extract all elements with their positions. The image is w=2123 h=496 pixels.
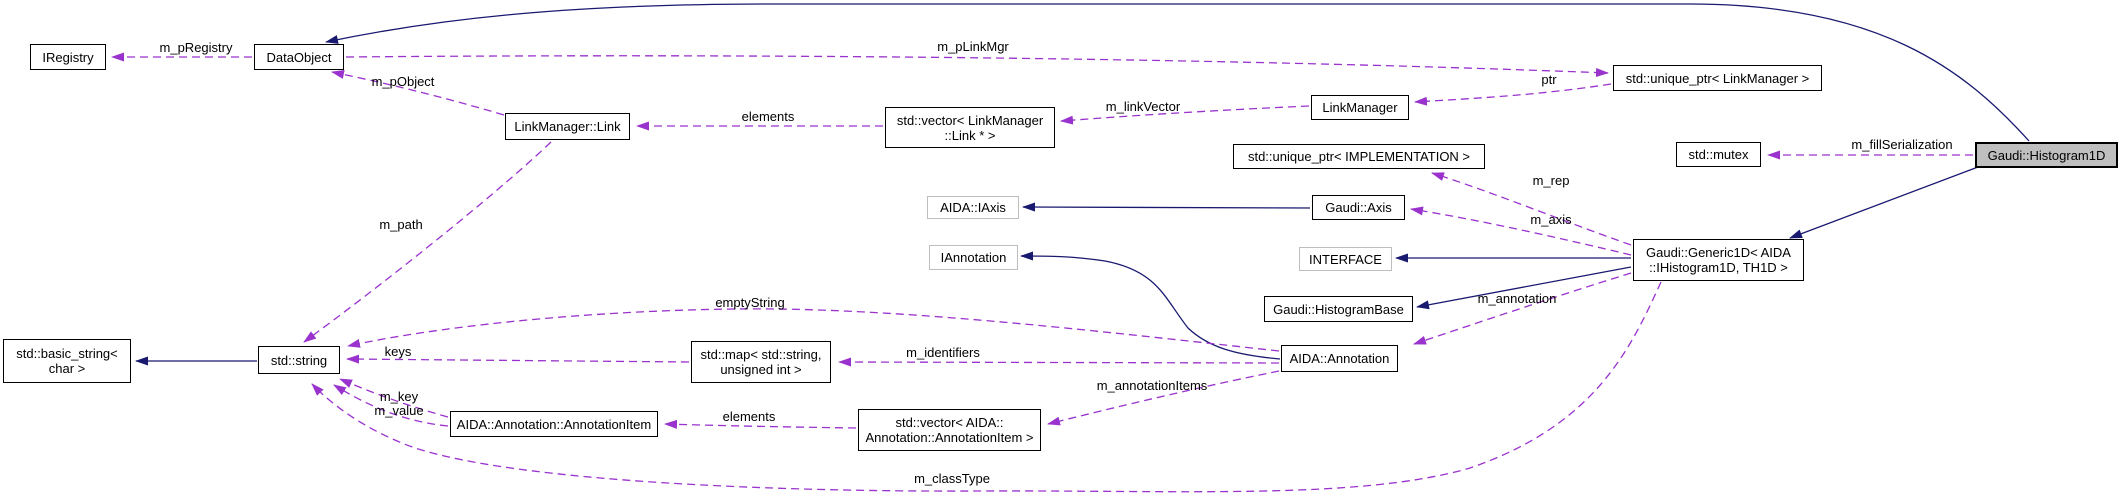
node-linkmanager[interactable]: LinkManager: [1311, 95, 1409, 120]
edge-usage-m-axis: [1410, 206, 1632, 256]
node-aida-annotation-annotationitem[interactable]: AIDA::Annotation::AnnotationItem: [450, 411, 658, 437]
edge-label-elements-items: elements: [722, 409, 776, 424]
edge-usage-keys: [346, 354, 690, 364]
edge-label-m-annotation: m_annotation: [1477, 291, 1557, 306]
edge-inherit-generic1d-histogrambase: [1416, 266, 1632, 310]
edge-usage-m-linkvector: [1060, 105, 1310, 125]
edge-label-m-identifiers: m_identifiers: [906, 345, 980, 360]
node-gaudi-histogram1d[interactable]: Gaudi::Histogram1D: [1975, 142, 2118, 168]
edge-label-m-classtype: m_classType: [914, 471, 990, 486]
edge-usage-m-value: [333, 384, 449, 427]
edge-usage-emptystring: [347, 308, 1280, 352]
edge-usage-m-key: [339, 378, 449, 418]
node-interface: INTERFACE: [1299, 247, 1392, 271]
edge-label-m-path: m_path: [379, 217, 423, 232]
node-dataobject[interactable]: DataObject: [254, 44, 344, 70]
node-std-unique-ptr-linkmanager[interactable]: std::unique_ptr< LinkManager >: [1613, 65, 1822, 91]
edge-usage-m-rep: [1431, 172, 1632, 246]
node-std-string[interactable]: std::string: [258, 346, 340, 374]
edge-label-emptystring: emptyString: [715, 295, 785, 310]
edge-label-ptr: ptr: [1541, 72, 1557, 87]
node-std-vector-annotationitem[interactable]: std::vector< AIDA:: Annotation::Annotati…: [858, 409, 1041, 451]
edge-label-m-rep: m_rep: [1532, 173, 1570, 188]
edge-usage-m-annotationitems: [1047, 370, 1280, 426]
node-iannotation: IAnnotation: [929, 245, 1018, 270]
edge-inherit-histogram1d-dataobject: [325, 3, 2030, 142]
edge-label-m-key-m-value: m_key m_value: [374, 389, 424, 418]
node-gaudi-generic1d[interactable]: Gaudi::Generic1D< AIDA ::IHistogram1D, T…: [1633, 239, 1804, 281]
node-linkmanager-link[interactable]: LinkManager::Link: [505, 113, 630, 140]
edge-label-m-axis: m_axis: [1530, 212, 1572, 227]
node-aida-iaxis: AIDA::IAxis: [927, 196, 1019, 219]
node-std-basic-string[interactable]: std::basic_string< char >: [3, 339, 131, 383]
node-std-map[interactable]: std::map< std::string, unsigned int >: [691, 341, 831, 383]
edge-inherit-histogram1d-generic1d: [1789, 166, 1979, 239]
node-std-unique-ptr-implementation[interactable]: std::unique_ptr< IMPLEMENTATION >: [1233, 144, 1485, 169]
edge-usage-m-path: [303, 141, 552, 343]
edge-usage-m-identifiers: [838, 357, 1280, 367]
edge-label-m-pregistry: m_pRegistry: [159, 40, 233, 55]
node-gaudi-histogrambase[interactable]: Gaudi::HistogramBase: [1264, 296, 1413, 322]
node-iregistry[interactable]: IRegistry: [30, 44, 106, 70]
edge-usage-m-pobject: [331, 70, 505, 116]
edge-label-m-plinkmgr: m_pLinkMgr: [937, 39, 1009, 54]
edge-label-elements-links: elements: [741, 109, 795, 124]
edge-label-m-fillserialization: m_fillSerialization: [1851, 137, 1953, 152]
node-aida-annotation[interactable]: AIDA::Annotation: [1281, 345, 1398, 372]
edge-inherit-annotation-iannotation: [1020, 251, 1281, 360]
edge-usage-m-plinkmgr: [345, 55, 1609, 78]
node-std-vector-linkmanager-link[interactable]: std::vector< LinkManager ::Link * >: [885, 107, 1055, 148]
edge-usage-m-classtype: [311, 281, 1662, 493]
edge-usage-elements-items: [664, 419, 857, 429]
edge-label-m-linkvector: m_linkVector: [1105, 99, 1181, 114]
edge-label-m-pobject: m_pObject: [371, 74, 435, 89]
edge-inherit-gaudiaxis-aidaiaxis: [1022, 202, 1311, 212]
node-std-mutex[interactable]: std::mutex: [1676, 142, 1761, 167]
edge-label-m-annotationitems: m_annotationItems: [1096, 378, 1208, 393]
edge-usage-m-annotation: [1413, 272, 1632, 345]
node-gaudi-axis[interactable]: Gaudi::Axis: [1312, 195, 1405, 220]
edge-label-keys: keys: [384, 344, 412, 359]
edge-usage-ptr: [1414, 83, 1612, 106]
